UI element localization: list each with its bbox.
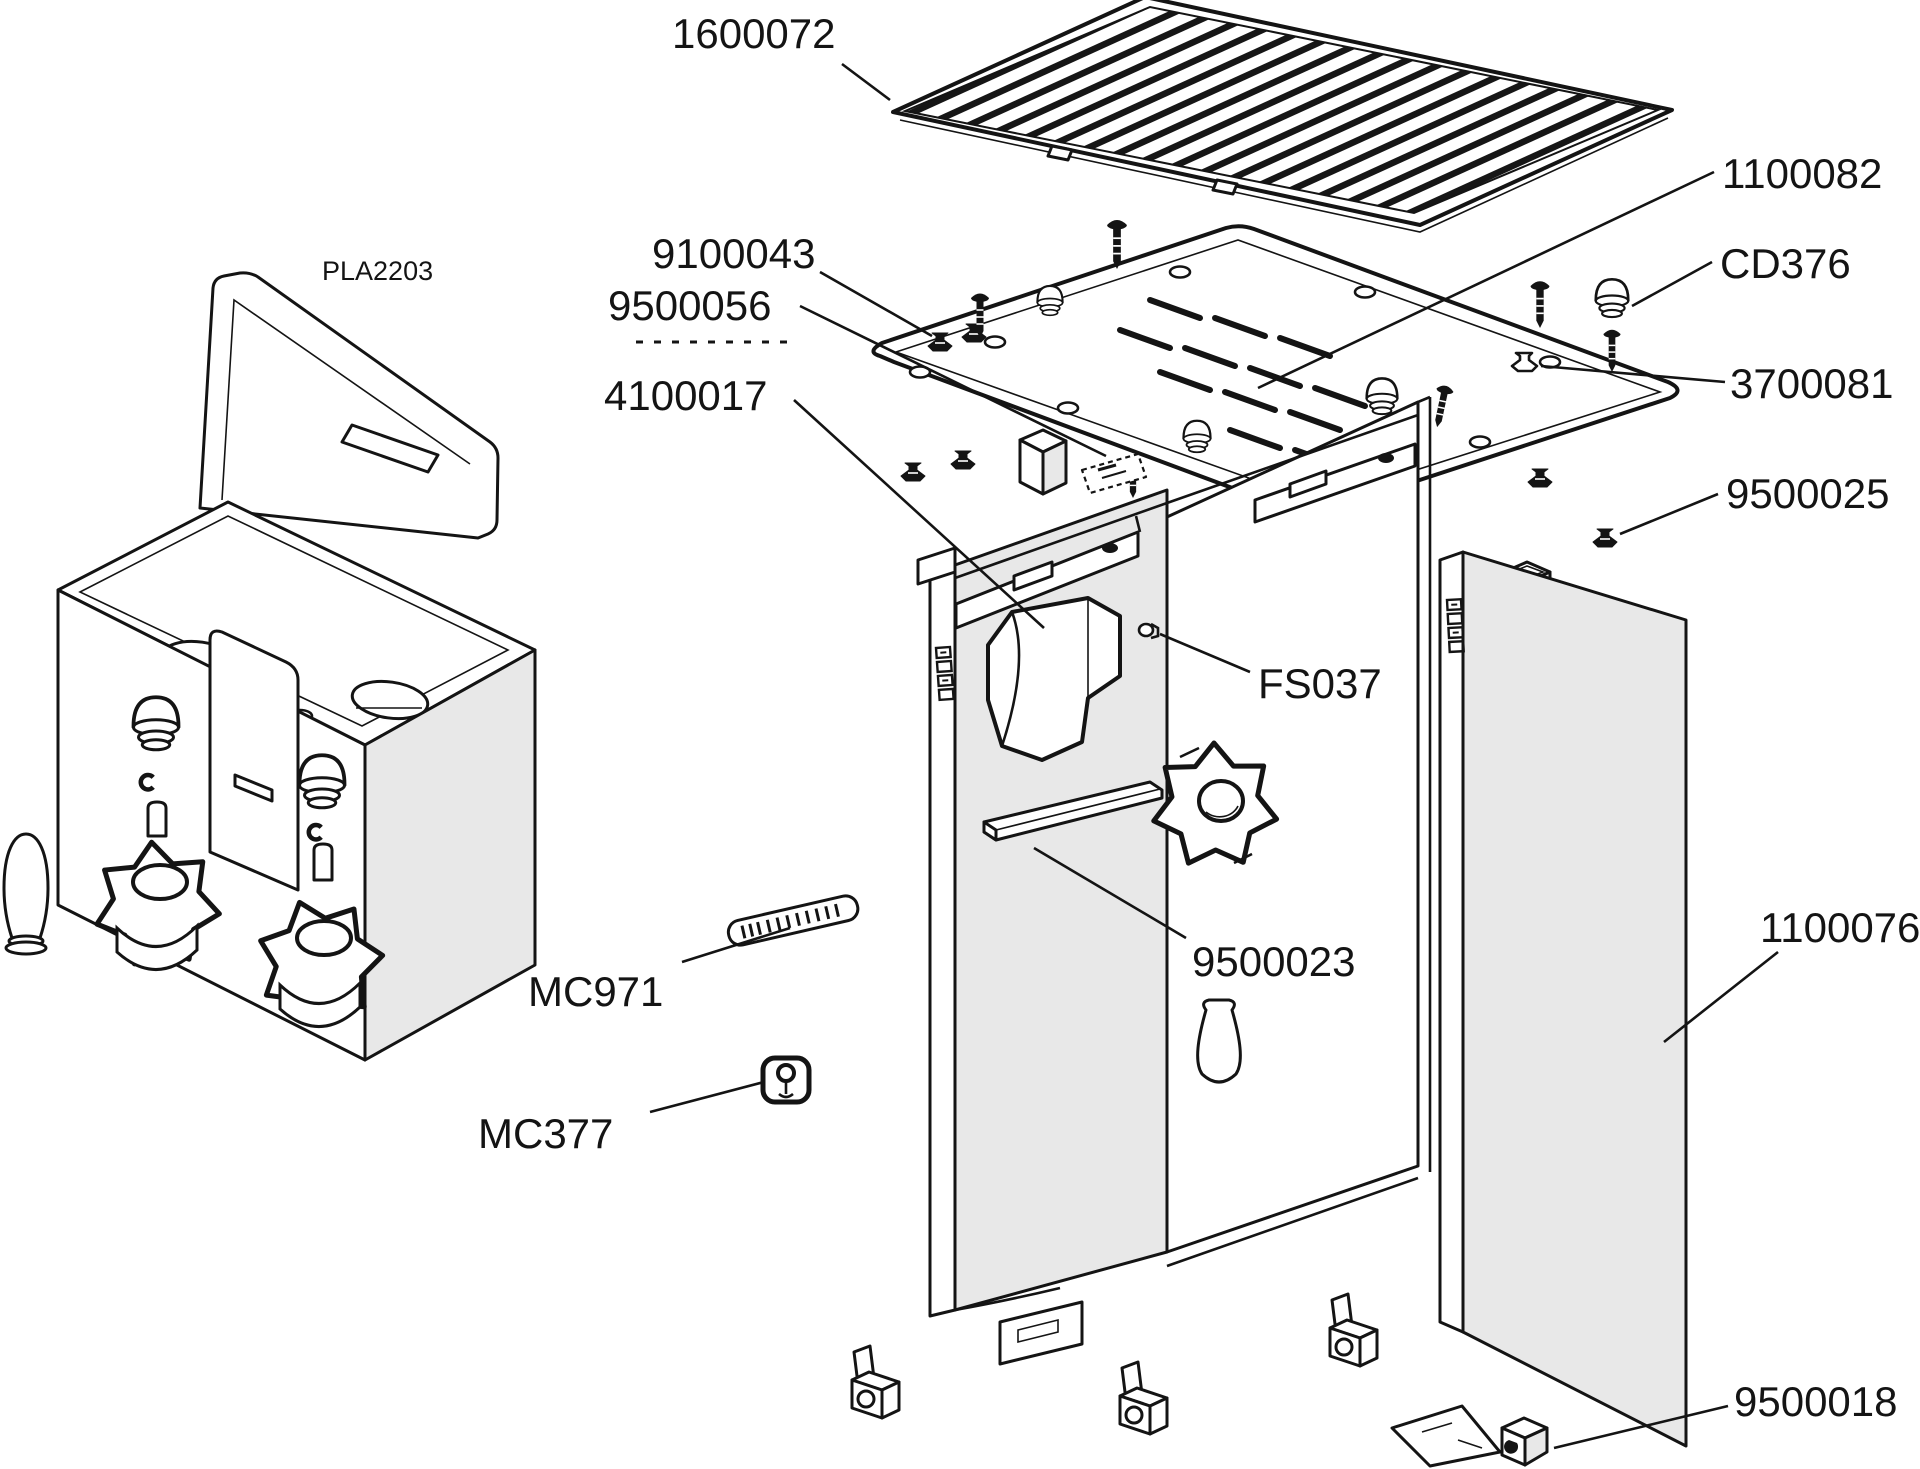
leader-clip (1540, 364, 1726, 384)
assembled-unit-drawing (2, 271, 537, 1062)
leader-grommet (649, 1080, 765, 1114)
part-push-rivet-drawing (1592, 528, 1618, 548)
part-label-MC971: MC971 (528, 968, 663, 1015)
part-label-9500056: 9500056 (608, 282, 772, 329)
leader-screw-caps (819, 270, 933, 338)
part-label-FS037: FS037 (1258, 660, 1382, 707)
part-panel-screw-drawing (1137, 622, 1160, 640)
part-sticker-drawing (726, 894, 860, 947)
leader-lines (649, 62, 1779, 1450)
leader-tap-assembly (793, 399, 1045, 629)
leader-sticker (681, 926, 791, 964)
chassis-star-knob (1147, 734, 1290, 879)
standoff-block (1018, 428, 1068, 496)
part-tap-assembly-drawing (986, 596, 1122, 762)
part-square-rod-drawing (982, 780, 1164, 842)
part-label-9500023: 9500023 (1192, 938, 1356, 985)
leader-rating-label (799, 304, 1107, 458)
part-label-MC377: MC377 (478, 1110, 613, 1157)
part-label-1600072: 1600072 (672, 10, 836, 57)
part-label-1100076: 1100076 (1760, 904, 1920, 951)
leader-square-rod (1033, 846, 1187, 940)
part-labels: 1600072 9100043 9500056 4100017 PLA2203 … (322, 10, 1920, 1425)
part-label-4100017: 4100017 (604, 372, 768, 419)
part-grille-drawing (891, 0, 1674, 233)
leader-grille (841, 62, 891, 102)
part-clip-drawing (1510, 351, 1539, 373)
part-label-CD376: CD376 (1720, 240, 1851, 287)
leader-push-rivet (1619, 492, 1719, 536)
part-top-plate-drawing (871, 224, 1680, 517)
leader-top-plate (1257, 170, 1715, 390)
part-rating-label-drawing (1080, 452, 1148, 495)
part-side-panel-drawing (1390, 550, 1688, 1468)
part-label-3700081: 3700081 (1730, 360, 1894, 407)
part-grommet-drawing (760, 1055, 812, 1105)
part-foot-drawing (1500, 1416, 1549, 1467)
leader-cap-nut (1631, 260, 1713, 308)
leader-side-panel (1663, 950, 1779, 1044)
part-label-9100043: 9100043 (652, 230, 816, 277)
part-label-1100082: 1100082 (1722, 150, 1882, 197)
leader-foot (1553, 1404, 1729, 1450)
leader-panel-screw (1159, 632, 1251, 674)
part-label-9500025: 9500025 (1726, 470, 1890, 517)
assembly-code-label: PLA2203 (322, 256, 433, 286)
part-label-9500018: 9500018 (1734, 1378, 1898, 1425)
